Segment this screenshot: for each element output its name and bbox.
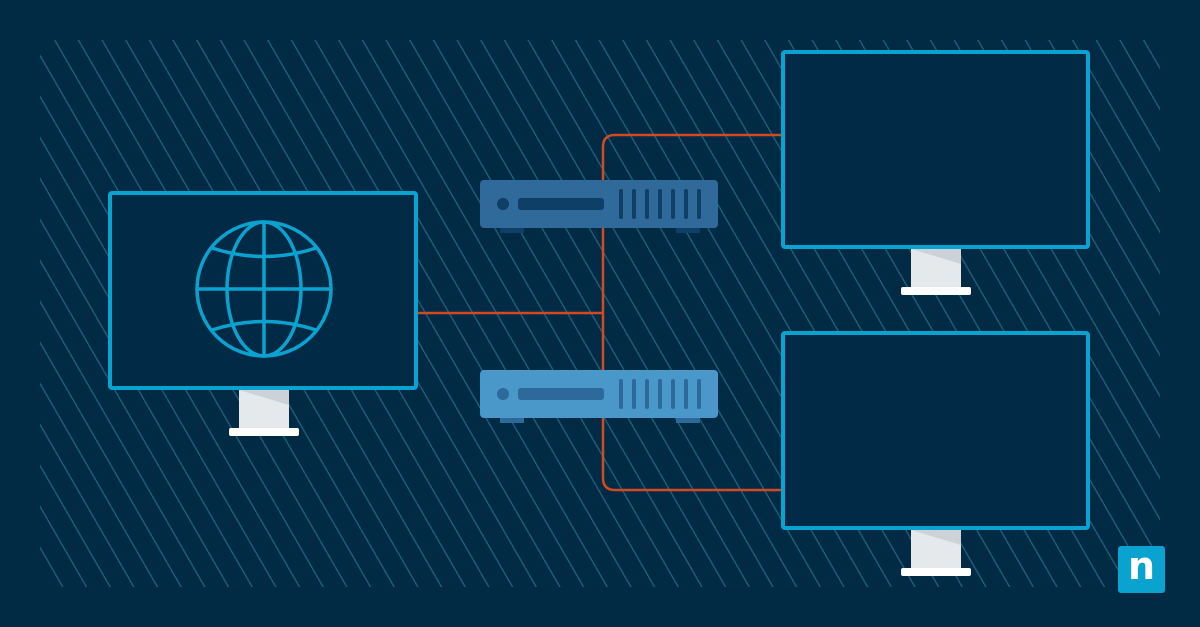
brand-logo: n [1118, 546, 1165, 593]
client-monitor-2 [781, 331, 1090, 576]
server-1 [480, 180, 718, 233]
server-2 [480, 370, 718, 423]
client-monitor-1 [781, 50, 1090, 295]
source-monitor [108, 191, 418, 436]
globe-icon [195, 220, 333, 358]
network-cables [418, 133, 782, 492]
